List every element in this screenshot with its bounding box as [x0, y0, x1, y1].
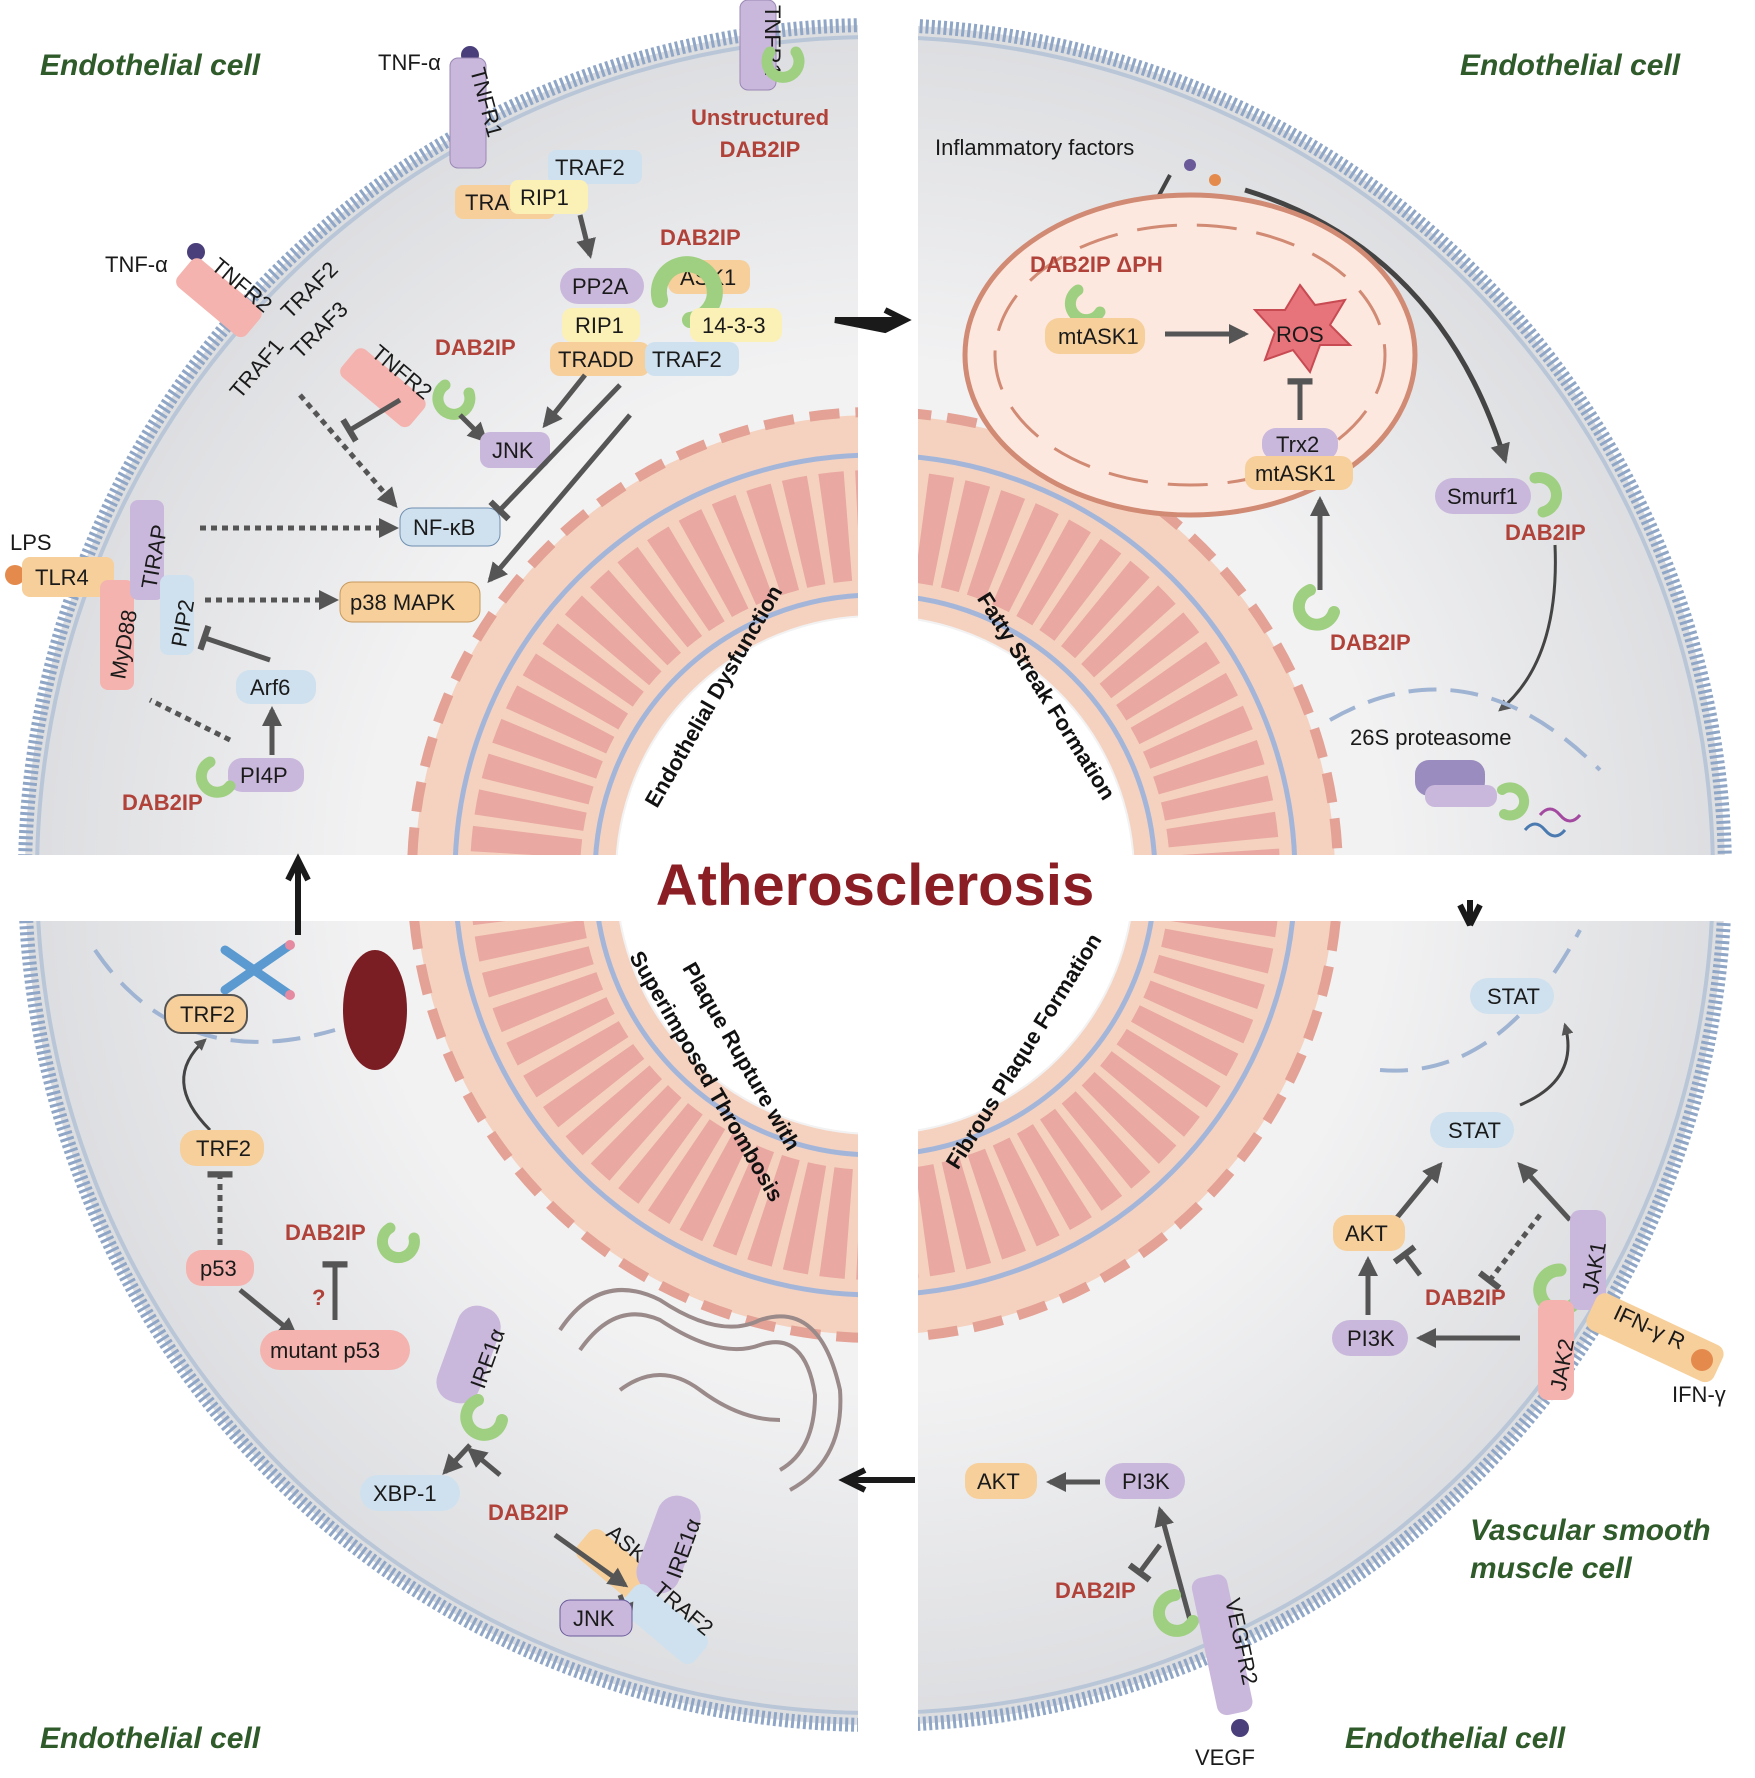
cell-label-br: Endothelial cell	[1345, 1722, 1566, 1755]
p53-label: p53	[200, 1256, 237, 1281]
dab2ip-pi4p: DAB2IP	[122, 790, 203, 815]
akt-label-2: AKT	[977, 1469, 1020, 1494]
rip1-label: RIP1	[520, 185, 569, 210]
dab2ip-jak: DAB2IP	[1425, 1285, 1506, 1310]
mtask1-label-2: mtASK1	[1255, 461, 1336, 486]
proteasome-icon	[1415, 760, 1582, 838]
cell-label-vsmc-1: Vascular smooth	[1470, 1514, 1711, 1547]
rip1-label-2: RIP1	[575, 313, 624, 338]
panel-top-left: TNF-α TNFR1 TRADD TRAF2 RIP1 TNFR1 Unstr…	[5, 0, 829, 815]
jnk-label-2: JNK	[573, 1606, 615, 1631]
cell-label-tr: Endothelial cell	[1460, 49, 1681, 82]
trx2-label: Trx2	[1276, 432, 1319, 457]
dab2ip-mito: DAB2IP	[1330, 630, 1411, 655]
lps-ligand	[5, 565, 25, 585]
smurf1-label: Smurf1	[1447, 484, 1518, 509]
mutant-p53-label: mutant p53	[270, 1338, 380, 1363]
lps-label: LPS	[10, 530, 52, 555]
trf2-label-1: TRF2	[180, 1002, 235, 1027]
dab2ip-dph-label: DAB2IP ΔPH	[1030, 252, 1163, 277]
question-mark: ?	[312, 1285, 325, 1310]
dab2ip-smurf1: DAB2IP	[1505, 520, 1586, 545]
tradd-label-2: TRADD	[558, 347, 634, 372]
tnf-alpha-2: TNF-α	[105, 252, 168, 277]
dab2ip-unstructured: DAB2IP	[720, 137, 801, 162]
pi4p-label: PI4P	[240, 763, 288, 788]
unstructured-label: Unstructured	[691, 105, 829, 130]
tnf-alpha-ligand-2	[187, 243, 205, 261]
traf2-label-2: TRAF2	[652, 347, 722, 372]
pp2a-label: PP2A	[572, 274, 629, 299]
dab2ip-vegfr2: DAB2IP	[1055, 1578, 1136, 1603]
stat-label-2: STAT	[1448, 1118, 1501, 1143]
cell-label-vsmc-2: muscle cell	[1470, 1552, 1632, 1585]
tnfr2-receptor	[176, 258, 262, 338]
transition-arrows	[285, 307, 1483, 1493]
panel-top-right: Inflammatory factors DAB2IP ΔPH mtASK1 R…	[935, 135, 1602, 838]
pi3k-label: PI3K	[1347, 1326, 1395, 1351]
stat-label-1: STAT	[1487, 984, 1540, 1009]
tlr4-label: TLR4	[35, 565, 89, 590]
traf2-label: TRAF2	[555, 155, 625, 180]
cell-label-bl: Endothelial cell	[40, 1722, 261, 1755]
panel-bottom-right: STAT STAT AKT PI3K DAB2IP JAK1 JAK2 IFN-…	[965, 929, 1726, 1770]
tnfr1-receptor	[449, 57, 487, 169]
xbp1-label: XBP-1	[373, 1481, 437, 1506]
p14-3-3-label: 14-3-3	[702, 313, 766, 338]
chromosome-icon	[220, 940, 295, 1000]
endoplasmic-reticulum	[558, 1288, 843, 1492]
proteasome-label: 26S proteasome	[1350, 725, 1511, 750]
main-title: Atherosclerosis	[656, 853, 1094, 918]
cell-label-tl: Endothelial cell	[40, 49, 261, 82]
ros-label: ROS	[1276, 322, 1324, 347]
mtask1-label: mtASK1	[1058, 324, 1139, 349]
inflammatory-factors: Inflammatory factors	[935, 135, 1134, 160]
tnf-alpha-1: TNF-α	[378, 50, 441, 75]
pi3k-label-2: PI3K	[1122, 1469, 1170, 1494]
akt-label: AKT	[1345, 1221, 1388, 1246]
ifng-label: IFN-γ	[1672, 1382, 1726, 1407]
p38-mapk-label: p38 MAPK	[350, 590, 455, 615]
nfkb-label: NF-κB	[413, 515, 475, 540]
dab2ip-ire1: DAB2IP	[488, 1500, 569, 1525]
dab2ip-p53: DAB2IP	[285, 1220, 366, 1245]
dab2ip-tnfr2: DAB2IP	[435, 335, 516, 360]
vegf-label: VEGF	[1195, 1745, 1255, 1770]
vegf-ligand	[1231, 1719, 1249, 1737]
arf6-label: Arf6	[250, 675, 290, 700]
dab2ip-complex: DAB2IP	[660, 225, 741, 250]
artery-ring	[343, 400, 1360, 1360]
ifng-ligand	[1691, 1349, 1713, 1371]
jnk-label: JNK	[492, 438, 534, 463]
ros-burst	[1252, 283, 1353, 375]
trf2-label-2: TRF2	[196, 1136, 251, 1161]
